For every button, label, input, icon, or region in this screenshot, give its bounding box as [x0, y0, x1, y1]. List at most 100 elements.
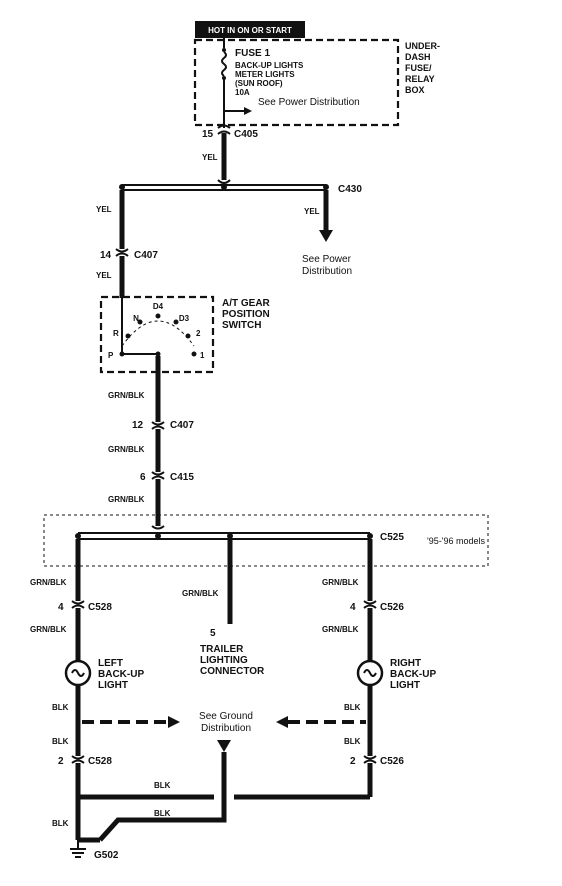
splice-left — [119, 184, 125, 190]
power-ref2-line1: See Power — [302, 254, 352, 265]
c526b-connector-icon-b — [363, 759, 377, 764]
right-light-label-1: RIGHT — [390, 658, 421, 669]
trailer-label-1: TRAILER — [200, 644, 244, 655]
c407a-connector-icon — [115, 248, 129, 253]
left-filament-icon — [71, 669, 85, 677]
pos-label-r: R — [113, 329, 119, 338]
pos-label-1: 1 — [200, 351, 205, 360]
c528-label-a: C528 — [88, 602, 112, 613]
switch-output — [155, 351, 161, 357]
wire-blk-to-ground — [98, 797, 227, 842]
fuse-rating: 10A — [235, 88, 250, 97]
wire-label-blk-7: BLK — [154, 809, 171, 818]
c415-connector-icon — [151, 471, 165, 476]
left-light-label-1: LEFT — [98, 658, 123, 669]
switch-label-1: A/T GEAR — [222, 298, 271, 309]
g502-label: G502 — [94, 850, 119, 861]
c415-pin: 6 — [140, 472, 146, 483]
ground-ref-line1: See Ground — [199, 711, 253, 722]
fuse-icon — [221, 51, 227, 77]
splice-c525-right — [367, 533, 373, 539]
pos-label-n: N — [133, 314, 139, 323]
right-light-label-3: LIGHT — [390, 680, 420, 691]
switch-label-2: POSITION — [222, 309, 270, 320]
c430-connector-icon — [217, 179, 231, 184]
splice-c525-trailer — [227, 533, 233, 539]
c528a-connector-icon — [71, 600, 85, 605]
fuse-box-label-3: FUSE/ — [405, 63, 432, 73]
wire-label-yel-4: YEL — [96, 271, 112, 280]
wire-label-grnblk-1: GRN/BLK — [108, 391, 145, 400]
c430-label: C430 — [338, 184, 362, 195]
arrow-right-icon — [244, 107, 252, 115]
hot-label: HOT IN ON OR START — [208, 26, 292, 35]
wire-label-grnblk-2: GRN/BLK — [108, 445, 145, 454]
c405-pin: 15 — [202, 129, 214, 140]
arrow-down-icon — [319, 230, 333, 242]
fuse-box-label-2: DASH — [405, 52, 431, 62]
trailer-label-3: CONNECTOR — [200, 666, 265, 677]
c528-pin-a: 4 — [58, 602, 64, 613]
c525-connector-icon — [151, 525, 165, 530]
fuse-title: FUSE 1 — [235, 48, 270, 59]
c526-label-a: C526 — [380, 602, 404, 613]
fuse-box-label-5: BOX — [405, 85, 425, 95]
wire-label-blk-6: BLK — [154, 781, 171, 790]
c526a-connector-icon — [363, 600, 377, 605]
right-light-label-2: BACK-UP — [390, 669, 436, 680]
c405-label: C405 — [234, 129, 258, 140]
arrow-left-ground-icon — [276, 716, 288, 728]
pos-label-p: P — [108, 351, 114, 360]
c407a-connector-icon-b — [115, 252, 129, 257]
trailer-pin: 5 — [210, 628, 216, 639]
pos-label-2: 2 — [196, 329, 201, 338]
wire-label-yel-2: YEL — [304, 207, 320, 216]
switch-label-3: SWITCH — [222, 320, 261, 331]
pos-label-d4: D4 — [153, 302, 164, 311]
fuse-terminal-top — [222, 48, 226, 52]
c407-label-a: C407 — [134, 250, 158, 261]
wire-label-yel-3: YEL — [96, 205, 112, 214]
trailer-label-2: LIGHTING — [200, 655, 248, 666]
pos-n — [137, 319, 143, 325]
c526-pin-b: 2 — [350, 756, 356, 767]
under-dash-fuse-box — [193, 38, 400, 127]
c407-pin-a: 14 — [100, 250, 112, 261]
c526a-connector-icon-b — [363, 604, 377, 609]
pos-p — [119, 351, 125, 357]
pos-label-d3: D3 — [179, 314, 190, 323]
arrow-right-ground-icon — [168, 716, 180, 728]
wire-label-blk-1: BLK — [52, 703, 69, 712]
wire-label-grnblk-6: GRN/BLK — [182, 589, 219, 598]
wire-label-grnblk-7: GRN/BLK — [322, 578, 359, 587]
c405-connector-icon-b — [217, 130, 231, 135]
pos-d3 — [173, 319, 179, 325]
splice-c525-main — [155, 533, 161, 539]
wire-label-blk-3: BLK — [52, 819, 69, 828]
c526b-connector-icon — [363, 755, 377, 760]
c526-pin-a: 4 — [350, 602, 356, 613]
switch-arc — [121, 320, 195, 347]
models-note: '95-'96 models — [427, 536, 485, 546]
wire-label-blk-4: BLK — [344, 703, 361, 712]
fuse-circuit-3: (SUN ROOF) — [235, 79, 283, 88]
c405-connector-icon — [217, 124, 231, 129]
c415-label: C415 — [170, 472, 194, 483]
fuse-box-label-4: RELAY — [405, 74, 435, 84]
left-light-label-3: LIGHT — [98, 680, 128, 691]
c528-pin-b: 2 — [58, 756, 64, 767]
pos-1 — [191, 351, 197, 357]
c528-label-b: C528 — [88, 756, 112, 767]
wire-label-grnblk-5: GRN/BLK — [30, 625, 67, 634]
fuse-circuit-1: BACK-UP LIGHTS — [235, 61, 304, 70]
c415-connector-icon-b — [151, 475, 165, 480]
pos-2 — [185, 333, 191, 339]
fuse-circuit-2: METER LIGHTS — [235, 70, 295, 79]
c525-label: C525 — [380, 532, 404, 543]
right-filament-icon — [363, 669, 377, 677]
c528b-connector-icon-b — [71, 759, 85, 764]
pos-r — [125, 333, 131, 339]
wire-label-grnblk-8: GRN/BLK — [322, 625, 359, 634]
